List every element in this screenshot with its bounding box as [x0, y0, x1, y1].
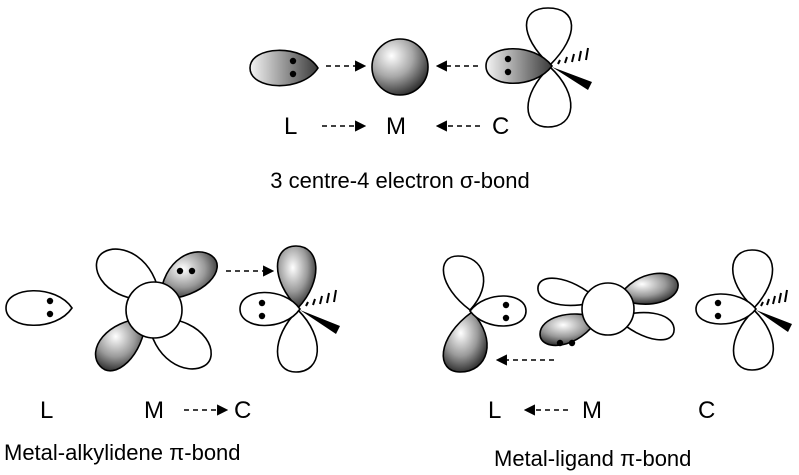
hashed-wedge-bond [557, 47, 589, 65]
electron-dot [46, 310, 54, 318]
right-panel: L M C Metal-ligand π-bond [442, 249, 792, 471]
electron-dot [46, 297, 54, 305]
electron-dot [504, 68, 512, 76]
metal-d-lobe-lower-left [94, 317, 147, 372]
electron-dot [502, 301, 510, 309]
electron-dot [258, 299, 266, 307]
caption-metal-ligand-pi-bond: Metal-ligand π-bond [494, 446, 691, 471]
label-metal: M [144, 397, 164, 424]
carbon-lone-pair-lobe [485, 48, 554, 84]
carbon-p-lobe-upper [731, 249, 774, 310]
electron-dot [176, 267, 184, 275]
metal-core-sphere [581, 282, 635, 336]
metal-d-lobe-upper-right [616, 272, 679, 305]
metal-s-orbital [371, 38, 429, 96]
carbon-p-lobe-lower [276, 308, 319, 373]
electron-dot [289, 70, 297, 78]
solid-wedge-bond [300, 310, 340, 334]
electron-dot [714, 299, 722, 307]
label-metal: M [582, 397, 602, 424]
label-carbon: C [492, 113, 509, 140]
ligand-p-lobe-upper [442, 255, 485, 312]
carbon-lone-pair-lobe [239, 291, 301, 327]
top-panel: L M C 3 centre-4 electron σ-bond [249, 7, 592, 193]
ligand-lone-pair-lobe [468, 295, 527, 327]
label-ligand: L [40, 397, 53, 424]
metal-d-lobe-lower-left [539, 313, 600, 347]
carbon-p-lobe-lower [732, 308, 775, 371]
solid-wedge-bond [552, 67, 592, 90]
ligand-p-lobe-lower [442, 310, 488, 373]
hashed-wedge-bond [305, 289, 337, 307]
left-panel: L M C Metal-alkylidene π-bond [4, 245, 340, 465]
electron-dot [504, 55, 512, 63]
solid-wedge-bond [756, 310, 792, 332]
electron-dot [568, 339, 576, 347]
label-carbon: C [698, 397, 715, 424]
electron-dot [714, 312, 722, 320]
electron-dot [188, 267, 196, 275]
ligand-lone-pair-lobe [249, 49, 319, 87]
carbon-lone-pair-lobe [695, 293, 758, 325]
electron-dot [258, 312, 266, 320]
metal-core-sphere [125, 281, 183, 339]
carbon-p-lobe-upper [276, 245, 317, 310]
caption-sigma-bond: 3 centre-4 electron σ-bond [270, 168, 529, 193]
electron-dot [502, 314, 510, 322]
carbon-p-lobe-lower [527, 65, 572, 128]
label-carbon: C [234, 397, 251, 424]
electron-dot [289, 57, 297, 65]
carbon-p-lobe-upper [525, 7, 573, 67]
electron-dot [556, 339, 564, 347]
metal-d-lobe-upper-left [537, 277, 600, 307]
label-ligand: L [488, 397, 501, 424]
metal-d-lobe-upper-right [159, 251, 218, 301]
ligand-lone-pair-lobe [5, 290, 73, 326]
label-metal: M [386, 113, 406, 140]
hashed-wedge-bond [760, 289, 788, 307]
caption-alkylidene-pi-bond: Metal-alkylidene π-bond [4, 440, 241, 465]
label-ligand: L [284, 113, 297, 140]
